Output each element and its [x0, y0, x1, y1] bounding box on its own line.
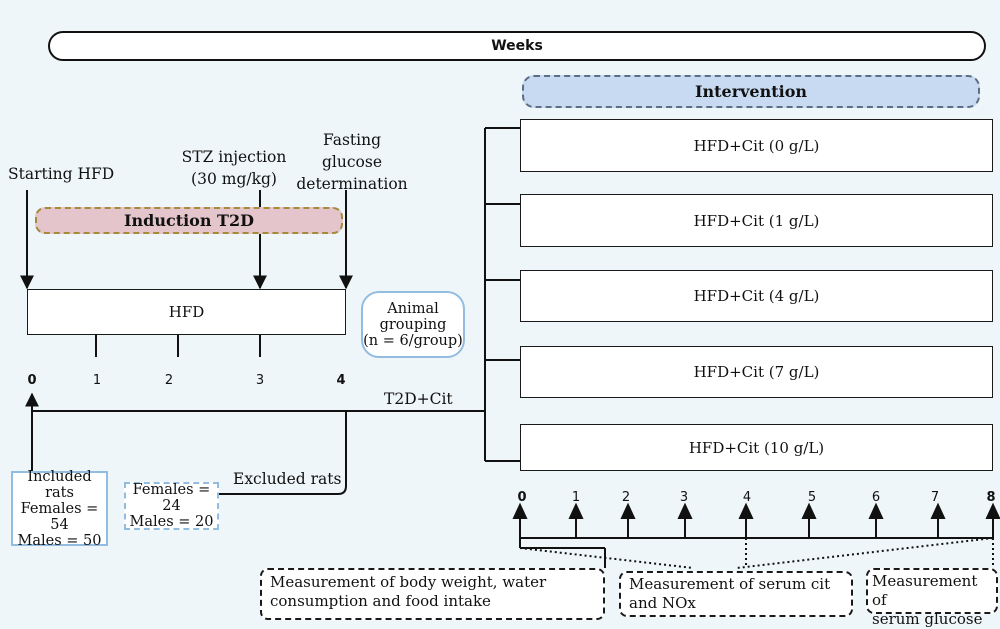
intervention-tick: 4	[742, 490, 752, 505]
intervention-tick: 1	[571, 490, 581, 505]
intervention-tick: 3	[679, 490, 689, 505]
group-box: HFD+Cit (7 g/L)	[520, 346, 993, 398]
intervention-label: Intervention	[522, 75, 980, 108]
t2d-cit-label: T2D+Cit	[384, 390, 453, 408]
starting-hfd-label: Starting HFD	[8, 165, 115, 183]
excluded-path	[219, 411, 347, 495]
intervention-tick: 8	[986, 490, 996, 505]
intervention-tick: 0	[517, 490, 527, 505]
induction-tick: 1	[92, 373, 102, 388]
induction-tick: 3	[255, 373, 265, 388]
induction-t2d-label: Induction T2D	[35, 207, 343, 234]
group-box: HFD+Cit (4 g/L)	[520, 270, 993, 322]
intervention-tick: 7	[930, 490, 940, 505]
excluded-rats-label: Excluded rats	[233, 470, 342, 488]
fasting-glucose-label: Fasting glucose determination	[296, 131, 408, 193]
hfd-induction-bar: HFD	[27, 289, 346, 335]
group-box: HFD+Cit (0 g/L)	[520, 119, 993, 172]
measurement-arrows	[512, 502, 1000, 538]
included-rats-box: Included rats Females = 54 Males = 50	[11, 469, 108, 549]
measurement-serum-cit-box: Measurement of serum cit and NOx	[619, 571, 853, 617]
animal-grouping-box: Animal grouping (n = 6/group)	[361, 291, 465, 358]
induction-tick: 4	[336, 373, 346, 388]
intervention-tick: 5	[807, 490, 817, 505]
intervention-tick: 6	[871, 490, 881, 505]
group-box: HFD+Cit (10 g/L)	[520, 424, 993, 471]
intervention-tick: 2	[621, 490, 631, 505]
induction-tick: 2	[164, 373, 174, 388]
weeks-header: Weeks	[48, 31, 986, 61]
measurement-body-weight-box: Measurement of body weight, water consum…	[260, 568, 605, 620]
stz-injection-label: STZ injection (30 mg/kg)	[181, 148, 287, 188]
measurement-serum-glucose-box: Measurement of serum glucose	[866, 568, 998, 628]
induction-tick: 0	[27, 373, 37, 388]
group-box: HFD+Cit (1 g/L)	[520, 194, 993, 247]
excluded-rats-box: Females = 24 Males = 20	[124, 482, 219, 530]
